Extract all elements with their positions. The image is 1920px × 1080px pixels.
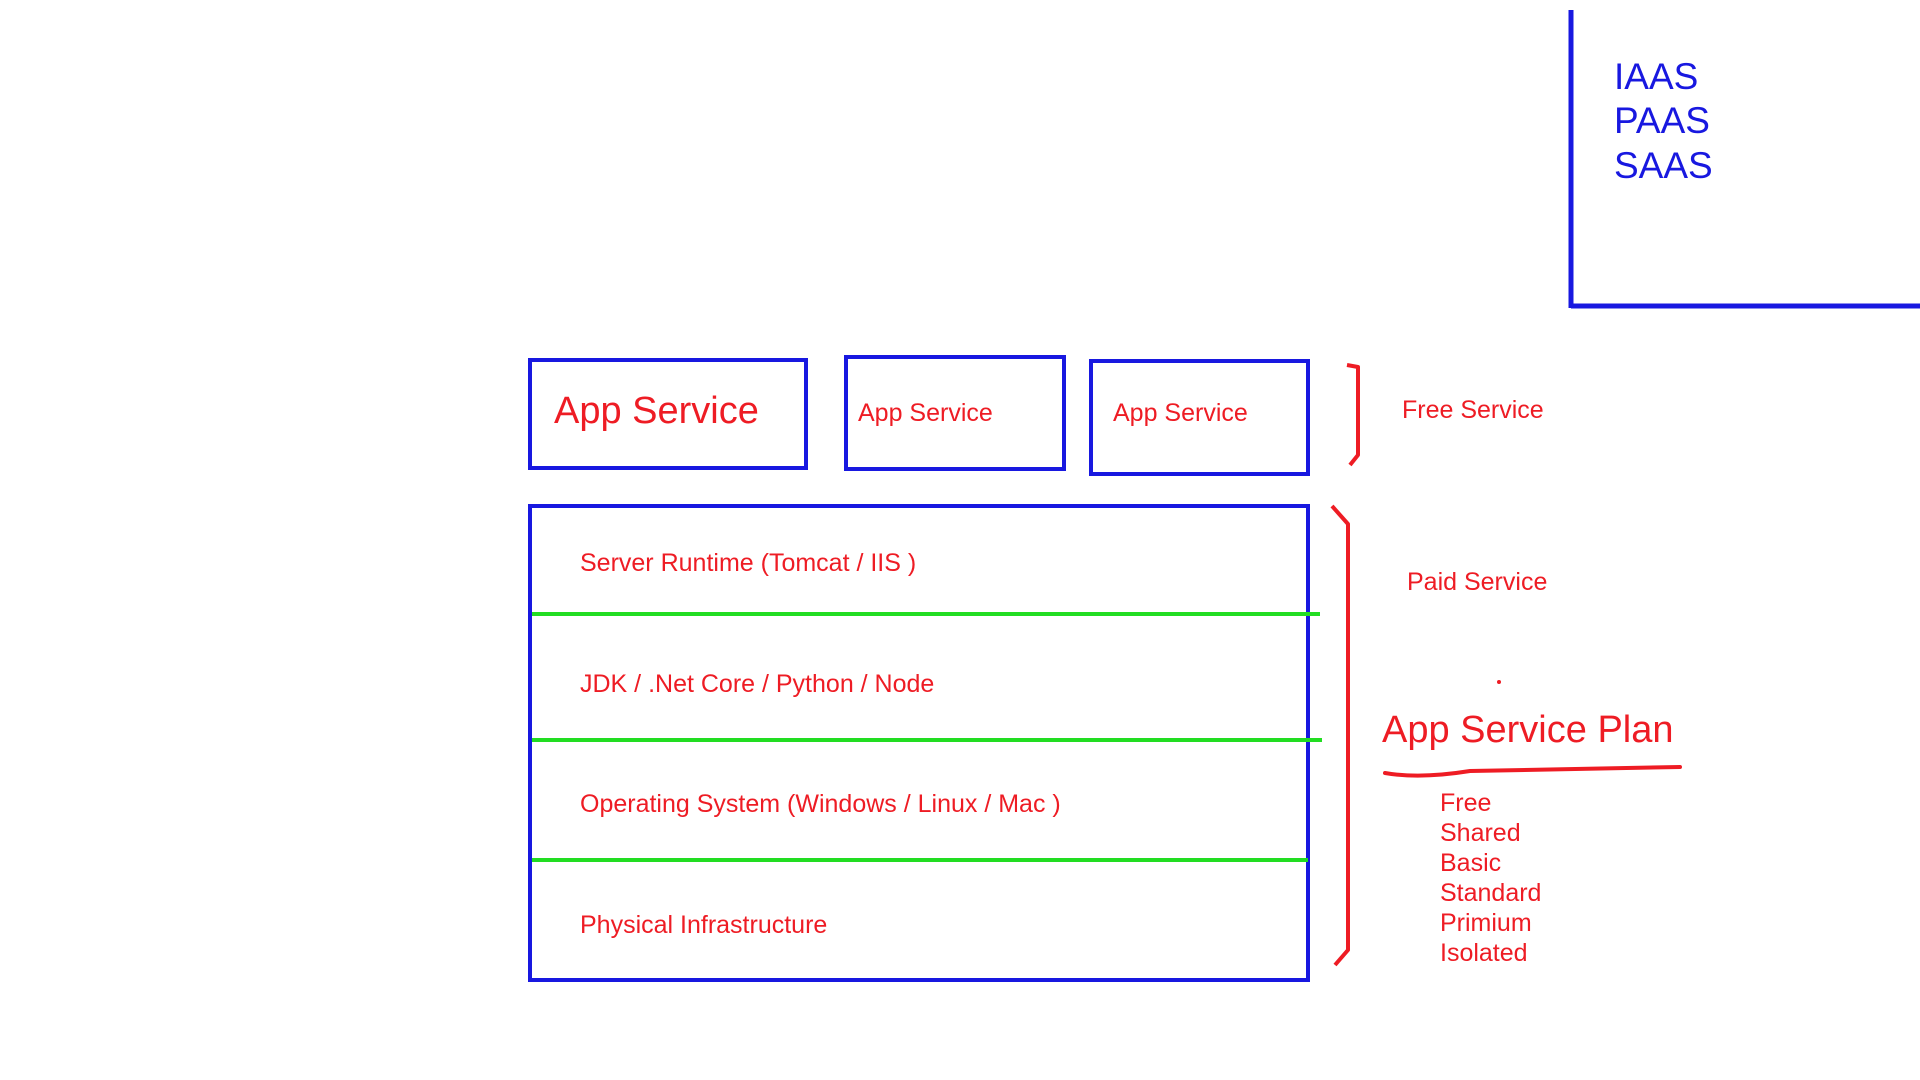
free-service-bracket: [1346, 363, 1360, 467]
stack-layer-platform: JDK / .Net Core / Python / Node: [580, 670, 935, 698]
stray-dot: [1497, 680, 1501, 684]
tier-free: Free: [1440, 789, 1492, 817]
stack-divider-2: [532, 738, 1322, 742]
app-service-box-2: App Service: [844, 355, 1066, 471]
stack-layer-runtime: Server Runtime (Tomcat / IIS ): [580, 549, 917, 577]
paid-service-label: Paid Service: [1407, 568, 1548, 596]
plan-tier-list: Free Shared Basic Standard Primium Isola…: [1440, 788, 1541, 968]
stack-box: [528, 504, 1310, 982]
app-service-box-1: App Service: [528, 358, 808, 470]
app-service-label-2: App Service: [858, 399, 993, 427]
model-paas: PAAS: [1614, 100, 1710, 142]
paid-service-bracket: [1330, 504, 1350, 967]
app-service-label-3: App Service: [1113, 399, 1248, 427]
tier-isolated: Isolated: [1440, 939, 1528, 967]
app-service-label-1: App Service: [554, 390, 759, 432]
free-service-label: Free Service: [1402, 396, 1544, 424]
tier-premium: Primium: [1440, 909, 1532, 937]
stack-divider-1: [532, 612, 1320, 616]
tier-basic: Basic: [1440, 849, 1502, 877]
stack-layer-infrastructure: Physical Infrastructure: [580, 911, 828, 939]
model-saas: SAAS: [1614, 144, 1713, 186]
stack-divider-3: [532, 858, 1308, 862]
app-service-box-3: App Service: [1089, 359, 1310, 476]
plan-underline: [1383, 765, 1682, 778]
plan-title: App Service Plan: [1382, 709, 1674, 751]
tier-standard: Standard: [1440, 879, 1542, 907]
stack-layer-os: Operating System (Windows / Linux / Mac …: [580, 790, 1061, 818]
tier-shared: Shared: [1440, 819, 1521, 847]
model-iaas: IAAS: [1614, 56, 1699, 97]
models-list: IAAS PAAS SAAS: [1614, 55, 1713, 188]
